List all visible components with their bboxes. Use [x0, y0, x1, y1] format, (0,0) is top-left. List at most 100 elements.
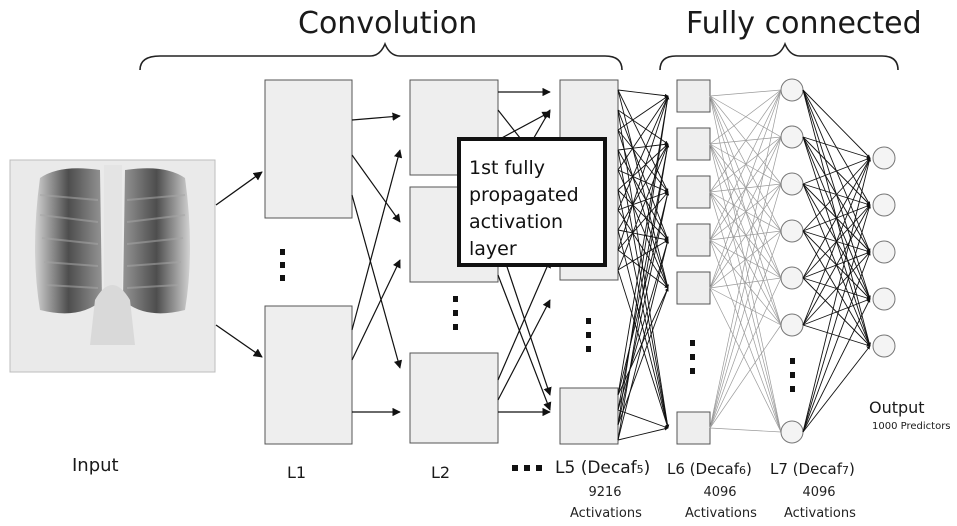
connection-line [709, 89, 782, 193]
connection-line [617, 129, 669, 289]
l7-neuron [780, 125, 804, 149]
output-label: Output [869, 398, 925, 417]
l2-label: L2 [431, 463, 451, 482]
connection-line [617, 191, 670, 426]
l5-ellipsis [586, 318, 591, 352]
output-neuron [872, 193, 896, 217]
l7-to-output-connections [802, 89, 871, 433]
connection-line [709, 143, 782, 232]
connection-line [709, 183, 782, 429]
connection-line [709, 136, 782, 429]
fully-connected-brace [659, 41, 899, 71]
connection-line [709, 143, 782, 185]
connection-line [709, 143, 782, 279]
connection-line [617, 95, 670, 396]
connection-line [617, 95, 670, 426]
output-neuron [872, 146, 896, 170]
l7-label: L7 (Decaf7) [770, 460, 855, 478]
connection-line [802, 157, 871, 279]
connection-line [802, 157, 871, 185]
connection-line [709, 230, 782, 429]
l7-activation-word: Activations [784, 506, 856, 521]
connection-line [802, 324, 871, 347]
connection-line [617, 143, 670, 411]
arrow-input-to-l1-top [215, 171, 263, 206]
connection-line [617, 143, 670, 441]
l2-ellipsis [453, 296, 458, 330]
connection-line [709, 89, 782, 145]
connection-line [617, 143, 669, 231]
l6-unit-box [676, 271, 711, 305]
connection-line [802, 204, 871, 326]
connection-line [617, 229, 669, 242]
output-nodes [872, 146, 896, 358]
connection-line [617, 89, 669, 98]
l6-unit-box [676, 411, 711, 445]
output-neuron [872, 287, 896, 311]
output-neuron [872, 334, 896, 358]
connection-line [617, 95, 669, 171]
l6-to-l7-connections [709, 89, 782, 433]
l7-neuron [780, 78, 804, 102]
connection-line [617, 189, 669, 241]
connection-line [709, 89, 782, 97]
l6-unit-box [676, 223, 711, 257]
connection-line [709, 95, 782, 232]
l5-box-bottom [559, 387, 619, 445]
connection-line [617, 95, 669, 211]
connection-line [617, 239, 669, 441]
connection-line [802, 345, 871, 433]
l5-activation-count: 9216 [588, 485, 622, 500]
l7-neuron [780, 420, 804, 444]
l7-neuron [780, 219, 804, 243]
connection-line [617, 149, 670, 429]
connection-line [709, 183, 782, 289]
connection-line [802, 157, 871, 433]
bottom-ellipsis [512, 465, 542, 471]
connection-line [617, 191, 669, 251]
connection-line [617, 249, 669, 289]
connection-line [802, 298, 871, 433]
connection-line [709, 89, 782, 241]
connection-line [802, 136, 871, 159]
callout-line-1: 1st fully [469, 157, 546, 179]
convolution-brace [139, 41, 623, 71]
connection-line [802, 157, 871, 232]
l1-to-l2-arrows [351, 112, 403, 417]
l6-unit-box [676, 175, 711, 209]
l5-activation-word: Activations [570, 506, 642, 521]
connection-line [617, 109, 669, 145]
callout-line-2: propagated [469, 184, 579, 206]
l2-box-3 [409, 352, 499, 444]
connection-line [709, 89, 782, 429]
connection-line [709, 95, 782, 433]
connection-line [709, 89, 782, 289]
connection-line [617, 427, 669, 441]
connection-line [802, 251, 871, 326]
connection-line [802, 157, 871, 326]
connection-line [709, 95, 782, 138]
l7-neuron [780, 313, 804, 337]
fully-connected-title: Fully connected [686, 6, 922, 41]
l1-box-top [264, 79, 353, 219]
connection-line [709, 239, 782, 433]
arrow-input-to-l1-bottom [215, 324, 263, 358]
l1-box-bottom [264, 305, 353, 445]
l1-label: L1 [287, 463, 307, 482]
connection-line [617, 95, 669, 251]
connection-line [709, 136, 782, 289]
connection-line [709, 277, 782, 429]
connection-line [709, 143, 782, 433]
connection-line [617, 109, 669, 241]
connection-line [709, 427, 782, 433]
output-sublabel: 1000 Predictors [872, 421, 951, 432]
connection-line [802, 251, 871, 433]
l6-unit-box [676, 79, 711, 113]
l6-activation-word: Activations [685, 506, 757, 521]
connection-line [617, 89, 669, 193]
connection-line [617, 287, 669, 426]
connection-line [617, 143, 669, 271]
connection-line [617, 409, 669, 429]
